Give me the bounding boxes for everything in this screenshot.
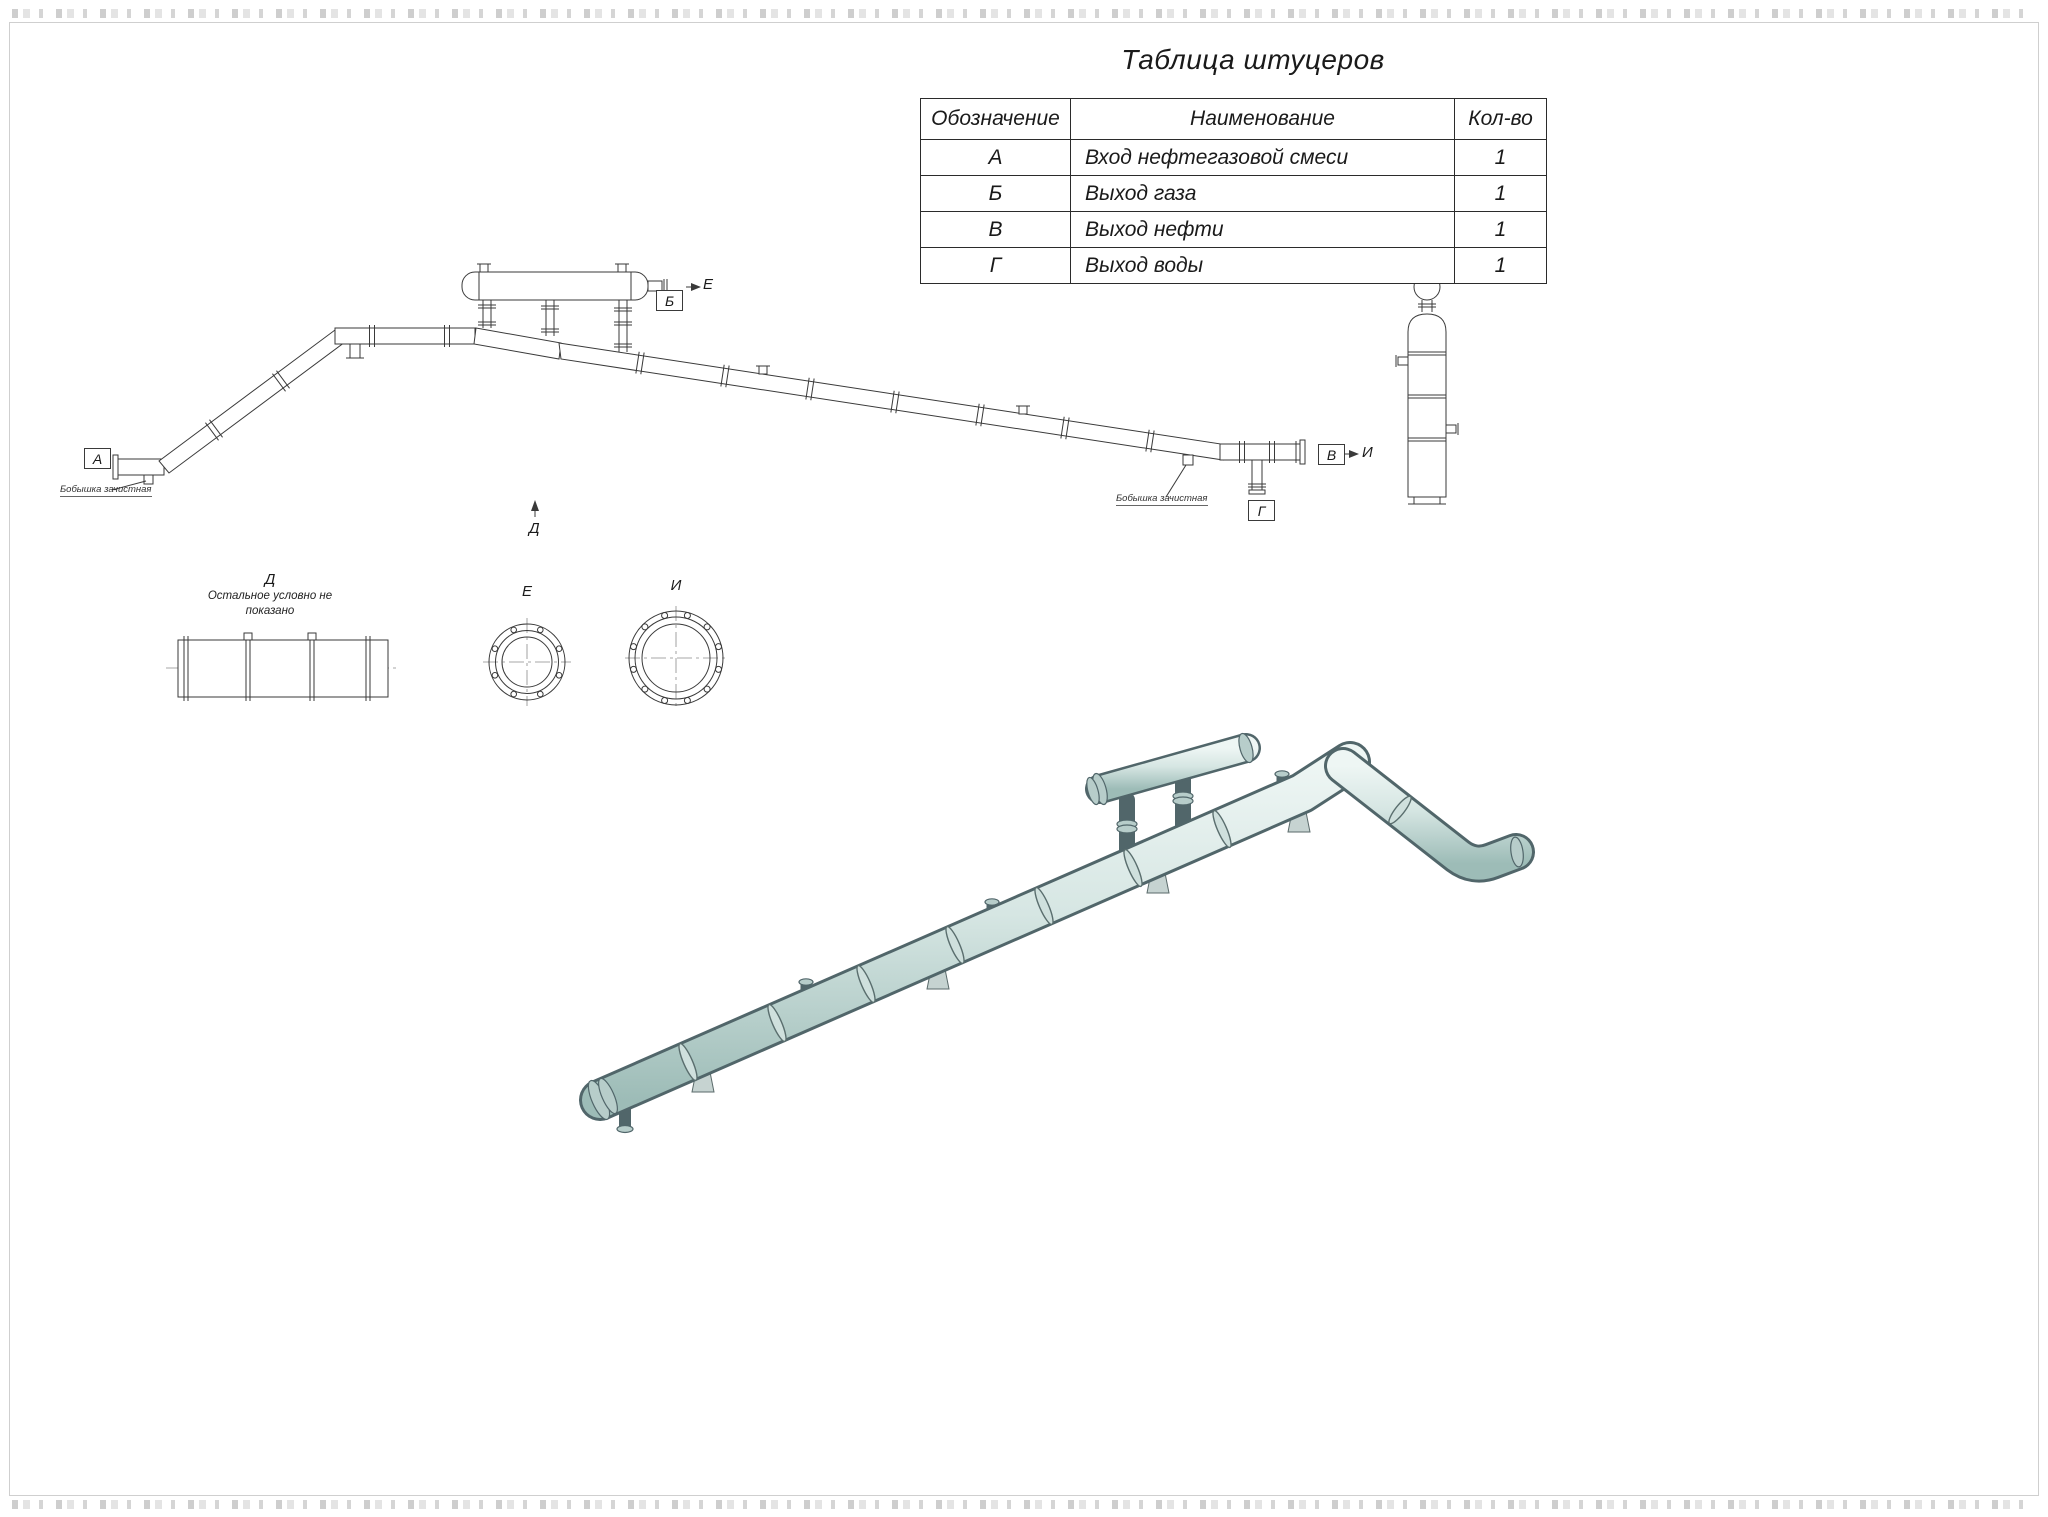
nozzle-table: Обозначение Наименование Кол-во А Вход н… — [920, 98, 1547, 284]
col-header-designation: Обозначение — [920, 98, 1071, 140]
detail-view-d — [166, 632, 400, 701]
view-d-note-line2: показано — [245, 604, 295, 617]
cell-designation: В — [920, 211, 1071, 248]
cell-name: Выход газа — [1070, 175, 1455, 212]
cell-name: Выход воды — [1070, 247, 1455, 284]
annotation-cleaning-boss-right: Бобышка зачистная — [1116, 493, 1208, 506]
cell-name: Вход нефтегазовой смеси — [1070, 139, 1455, 176]
nozzle-label-a: А — [84, 448, 111, 469]
view-d-note: Остальное условно не показано — [178, 589, 362, 619]
cell-designation: Б — [920, 175, 1071, 212]
nozzle-table-title: Таблица штуцеров — [1121, 44, 1385, 75]
section-arrow-label-d: Д — [529, 520, 540, 537]
cell-name: Выход нефти — [1070, 211, 1455, 248]
col-header-qty: Кол-во — [1454, 98, 1547, 140]
cell-qty: 1 — [1454, 175, 1547, 212]
table-row: В Выход нефти 1 — [920, 211, 1547, 248]
view-d-note-line1: Остальное условно не — [207, 590, 333, 602]
table-row: Г Выход воды 1 — [920, 247, 1547, 284]
table-header-row: Обозначение Наименование Кол-во — [920, 98, 1547, 140]
scan-artifact-bottom — [12, 1500, 2036, 1509]
cell-qty: 1 — [1454, 139, 1547, 176]
table-row: Б Выход газа 1 — [920, 175, 1547, 212]
scan-artifact-top — [12, 9, 2036, 18]
sheet-frame — [9, 22, 2039, 1496]
view-d-title: Д — [264, 571, 276, 588]
table-row: А Вход нефтегазовой смеси 1 — [920, 139, 1547, 176]
vertical-vessel-view — [1395, 266, 1459, 505]
cell-qty: 1 — [1454, 211, 1547, 248]
nozzle-label-b: Б — [656, 290, 683, 311]
flange-view-i — [625, 606, 727, 710]
cell-designation: А — [920, 139, 1071, 176]
flange-view-e — [483, 618, 571, 706]
view-e-title: Е — [521, 583, 532, 600]
annotation-cleaning-boss-left: Бобышка зачистная — [60, 484, 152, 497]
view-arrow-label-i: И — [1362, 444, 1373, 461]
cell-qty: 1 — [1454, 247, 1547, 284]
nozzle-label-v: В — [1318, 444, 1345, 465]
view-i-title: И — [670, 577, 682, 594]
pipeline-2d-side-view — [111, 263, 1359, 517]
pipeline-3d-render — [579, 732, 1535, 1134]
nozzle-label-g: Г — [1248, 500, 1275, 521]
view-arrow-label-e: Е — [703, 276, 714, 293]
cell-designation: Г — [920, 247, 1071, 284]
col-header-name: Наименование — [1070, 98, 1455, 140]
